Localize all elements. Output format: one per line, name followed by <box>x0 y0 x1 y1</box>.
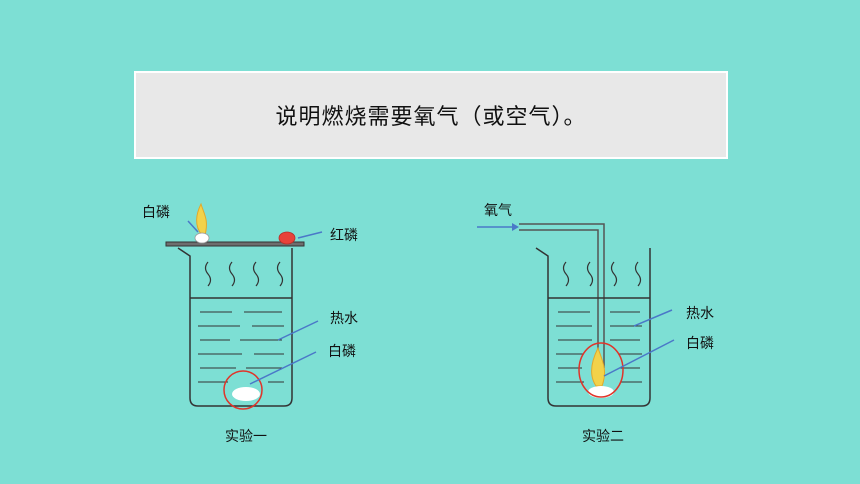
beaker-2-outline <box>535 247 651 407</box>
caption-experiment-2: 实验二 <box>582 429 624 445</box>
white-phosphorus-water-1 <box>232 387 260 401</box>
experiment-2-apparatus <box>477 223 675 407</box>
conclusion-banner: 说明燃烧需要氧气（或空气）。 <box>134 71 728 159</box>
label-oxygen: 氧气 <box>484 203 512 219</box>
label-white-phosphorus-water-1: 白磷 <box>328 344 356 360</box>
highlight-circle-2 <box>578 342 624 398</box>
experiment-1-apparatus <box>165 202 323 410</box>
flame-1 <box>196 202 207 236</box>
label-hot-water-2: 热水 <box>686 306 714 322</box>
oxygen-tube <box>519 223 605 368</box>
label-red-phosphorus: 红磷 <box>330 228 358 244</box>
caption-experiment-1: 实验一 <box>225 429 267 445</box>
copper-plate <box>165 241 305 247</box>
red-phosphorus <box>278 231 296 245</box>
white-phosphorus-plate <box>194 232 210 244</box>
steam-lines-2 <box>562 261 642 287</box>
flame-2 <box>591 346 605 387</box>
white-phosphorus-water-2 <box>588 386 614 398</box>
steam-lines-1 <box>204 261 284 287</box>
pointer-lines-1 <box>187 220 323 385</box>
highlight-circle-1 <box>223 370 263 410</box>
label-white-phosphorus-plate: 白磷 <box>142 205 170 221</box>
pointer-lines-2 <box>477 226 675 377</box>
conclusion-text: 说明燃烧需要氧气（或空气）。 <box>275 105 587 130</box>
label-white-phosphorus-2: 白磷 <box>686 336 714 352</box>
label-hot-water-1: 热水 <box>330 311 358 327</box>
water-lines-1 <box>198 311 284 383</box>
beaker-1-outline <box>177 247 293 407</box>
oxygen-arrow-head <box>512 223 519 231</box>
water-lines-2 <box>556 311 642 383</box>
